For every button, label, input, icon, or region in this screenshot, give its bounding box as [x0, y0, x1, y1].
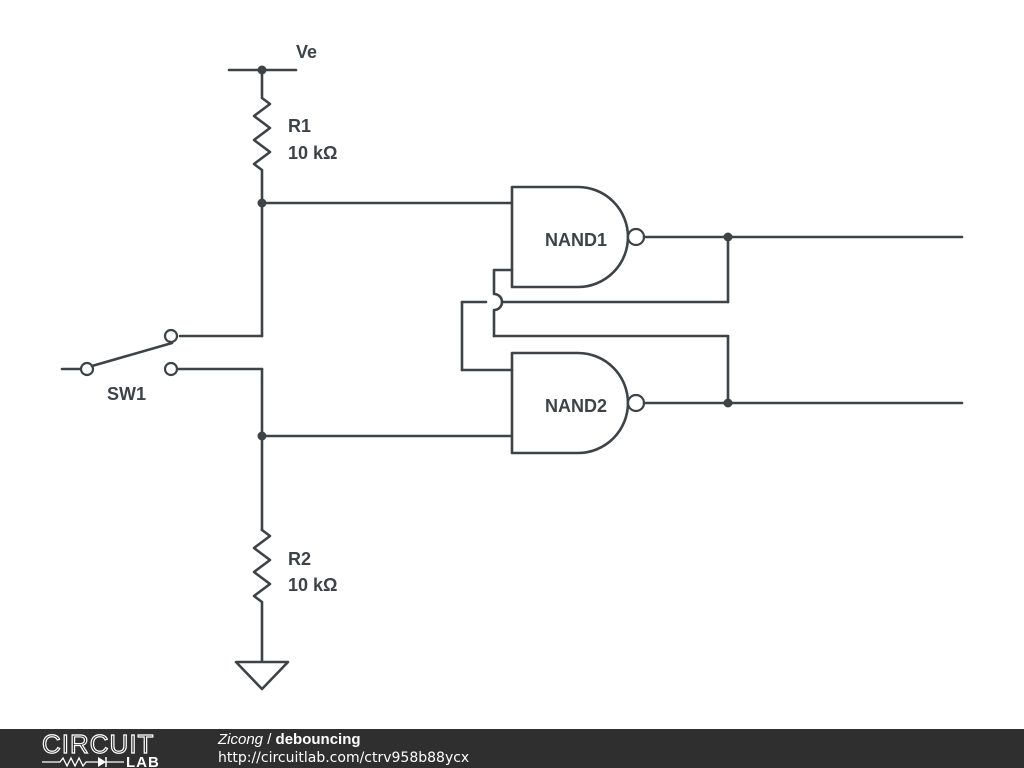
r2-value: 10 kΩ — [288, 575, 337, 595]
supply-label: Ve — [296, 42, 317, 62]
svg-text:LAB: LAB — [126, 754, 160, 767]
r1-ref: R1 — [288, 116, 311, 136]
sw1-ref: SW1 — [107, 384, 146, 404]
gate-nand1: NAND1 — [510, 185, 646, 289]
svg-text:CIRCUIT: CIRCUIT — [42, 731, 154, 759]
r2-ref: R2 — [288, 549, 311, 569]
wires-bottom — [176, 367, 514, 532]
title-separator: / — [263, 731, 276, 748]
circuit-schematic: Ve R1 10 kΩ SW1 R2 10 kΩ — [60, 42, 964, 691]
supply-ve: Ve — [227, 42, 317, 75]
switch-sw1: SW1 — [60, 328, 179, 404]
resistor-r2: R2 10 kΩ — [252, 528, 337, 664]
ground-symbol — [234, 660, 290, 691]
author-name[interactable]: Zicong — [218, 731, 264, 748]
nand2-label: NAND2 — [545, 396, 607, 416]
circuit-url[interactable]: http://circuitlab.com/ctrv958b88ycx — [218, 750, 470, 766]
wires-top — [178, 198, 514, 338]
nand1-label: NAND1 — [545, 230, 607, 250]
gate-nand2: NAND2 — [510, 351, 646, 455]
circuit-credit: Zicong / debouncing http://circuitlab.co… — [218, 731, 469, 767]
circuitlab-logo: CIRCUIT LAB — [41, 731, 160, 767]
feedback-wires — [460, 232, 964, 408]
footer-bar: CIRCUIT LAB Zicong / debouncing http://c… — [0, 729, 1024, 768]
resistor-r1: R1 10 kΩ — [252, 68, 337, 205]
circuit-title[interactable]: debouncing — [275, 731, 361, 748]
r1-value: 10 kΩ — [288, 143, 337, 163]
